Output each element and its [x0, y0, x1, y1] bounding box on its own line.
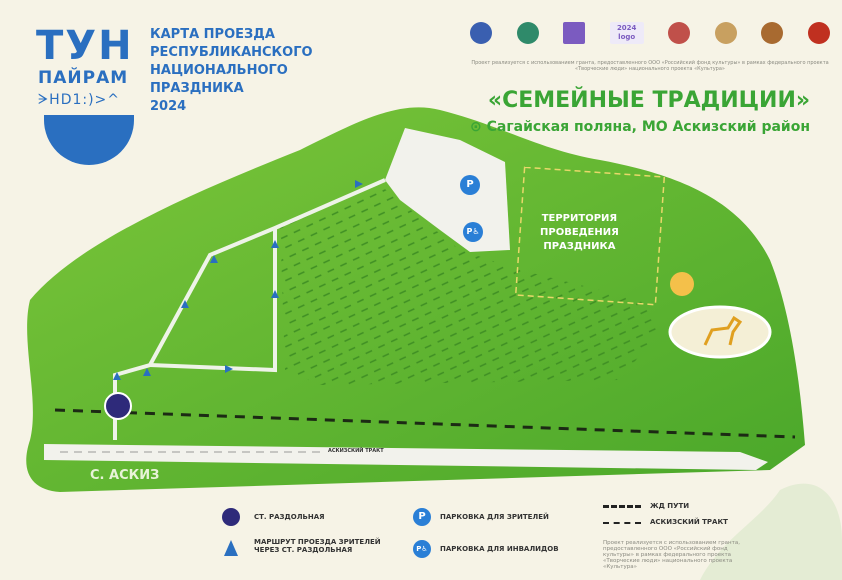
page-title: КАРТА ПРОЕЗДА РЕСПУБЛИКАНСКОГО НАЦИОНАЛЬ…: [150, 26, 313, 116]
askiz-road: [44, 444, 768, 470]
sponsor-logo-2024: 2024 logo: [609, 22, 644, 44]
sponsor-note: Проект реализуется с использованием гран…: [471, 60, 829, 72]
ornament: [700, 483, 842, 580]
route-roads: [113, 178, 386, 440]
railway-line: [54, 408, 796, 439]
disabled-parking-marker[interactable]: P♿: [463, 222, 483, 242]
sponsor-logo: [563, 22, 586, 44]
legend-parking-disabled: ПАРКОВКА ДЛЯ ИНВАЛИДОВ: [440, 545, 559, 553]
location-pin-icon: ⊙: [470, 119, 487, 135]
title-line: 2024: [150, 99, 187, 114]
legend-note: Проект реализуется с использованием гран…: [603, 540, 740, 570]
village-label: С. АСКИЗ: [90, 468, 160, 483]
hatched-field: [280, 185, 660, 385]
yurt-icon: [670, 272, 694, 296]
legend-road: АСКИЗСКИЙ ТРАКТ: [650, 518, 728, 526]
route-arrows: [113, 180, 363, 380]
legend-route-line: ЧЕРЕЗ СТ. РАЗДОЛЬНАЯ: [254, 546, 353, 554]
event-title: «СЕМЕЙНЫЕ ТРАДИЦИИ»: [487, 88, 811, 113]
logo-pairam: ПАЙРАМ: [38, 68, 129, 88]
road-legend-icon: [603, 522, 641, 524]
sponsor-logo: [516, 22, 539, 44]
sponsor-logo: [761, 22, 784, 44]
territory-line: ПРОВЕДЕНИЯ: [540, 227, 619, 238]
title-line: НАЦИОНАЛЬНОГО: [150, 63, 288, 78]
sponsor-logo: [470, 22, 492, 44]
festival-territory: [514, 166, 666, 306]
legend-parking: ПАРКОВКА ДЛЯ ЗРИТЕЛЕЙ: [440, 513, 549, 521]
logo-runes: ᗒHD1:)>^: [38, 92, 121, 108]
sponsor-logo: [714, 22, 737, 44]
logo-tun: ТУН: [36, 23, 134, 69]
title-line: ПРАЗДНИКА: [150, 81, 244, 96]
legend-railway: ЖД ПУТИ: [650, 502, 690, 510]
sponsor-logo: [807, 22, 830, 44]
road-label: АСКИЗСКИЙ ТРАКТ: [328, 448, 384, 454]
legend-route-line: МАРШРУТ ПРОЕЗДА ЗРИТЕЛЕЙ: [254, 538, 381, 546]
station-legend-icon: [222, 508, 240, 526]
station-marker[interactable]: [104, 392, 132, 420]
disabled-parking-legend-icon: P♿: [413, 540, 431, 558]
railway-legend-icon: [603, 505, 641, 508]
title-line: РЕСПУБЛИКАНСКОГО: [150, 45, 313, 60]
location: ⊙ Сагайская поляна, МО Аскизский район: [470, 119, 840, 135]
territory-label: ТЕРРИТОРИЯ ПРОВЕДЕНИЯ ПРАЗДНИКА: [540, 212, 619, 254]
parking-area: [385, 128, 510, 252]
territory-line: ПРАЗДНИКА: [543, 241, 616, 252]
territory-line: ТЕРРИТОРИЯ: [541, 213, 618, 224]
location-text: Сагайская поляна, МО Аскизский район: [486, 119, 811, 135]
sponsor-logo: [668, 22, 691, 44]
legend-station: СТ. РАЗДОЛЬНАЯ: [254, 513, 325, 521]
parking-legend-icon: P: [413, 508, 431, 526]
hippodrome: [668, 305, 772, 359]
parking-marker[interactable]: P: [460, 175, 480, 195]
route-legend-icon: [224, 540, 238, 556]
horse-icon: [703, 315, 743, 346]
title-line: КАРТА ПРОЕЗДА: [150, 27, 275, 42]
sponsor-logos: 2024 logo: [470, 22, 830, 44]
